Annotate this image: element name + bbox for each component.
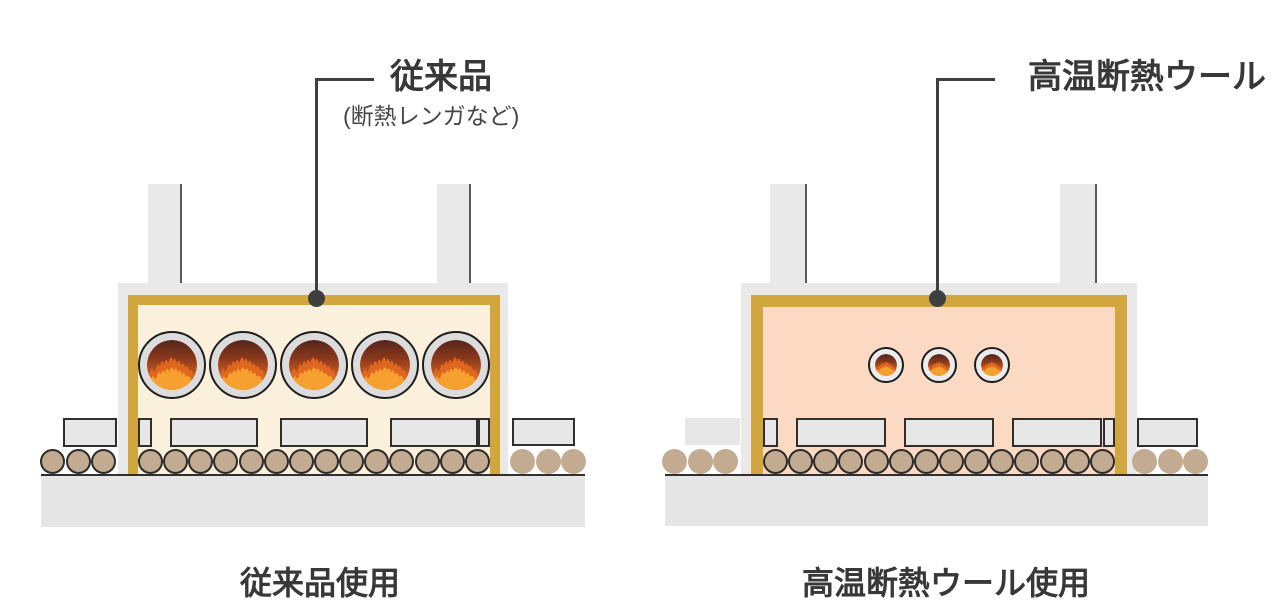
- callout-title: 従来品: [390, 58, 492, 96]
- caption-conventional: 従来品使用: [239, 565, 400, 601]
- roller: [713, 449, 738, 474]
- roller: [1132, 449, 1157, 474]
- roller: [213, 449, 239, 474]
- burner-row: [138, 331, 490, 399]
- roller: [1014, 449, 1040, 474]
- roller: [40, 449, 65, 474]
- rollers-outside-left: [662, 449, 738, 474]
- roller: [91, 449, 116, 474]
- kiln-furniture-block: [280, 418, 368, 447]
- kiln-block-sliver: [478, 418, 490, 447]
- roller: [414, 449, 440, 474]
- outside-block-right: [1137, 418, 1198, 447]
- caption-insulation-wool: 高温断熱ウール使用: [801, 565, 1090, 601]
- callout-line-horizontal: [937, 78, 995, 81]
- burner-flame-icon: [280, 331, 348, 399]
- rollers-outside-right: [510, 449, 586, 474]
- roller: [1157, 449, 1183, 474]
- burner-flame-icon: [921, 347, 957, 383]
- rollers-outside-left: [40, 449, 116, 474]
- roller: [1089, 449, 1115, 474]
- roller: [888, 449, 914, 474]
- callout-subtitle: (断熱レンガなど): [343, 103, 520, 129]
- burner-flame-icon: [209, 331, 277, 399]
- callout-line-vertical: [936, 78, 939, 298]
- roller: [313, 449, 339, 474]
- roller: [138, 449, 163, 474]
- callout-dot: [308, 290, 325, 307]
- chimney-left: [770, 184, 807, 284]
- callout-title: 高温断熱ウール: [1028, 58, 1266, 96]
- callout-dot: [929, 290, 946, 307]
- burner-flame-icon: [974, 347, 1010, 383]
- roller: [288, 449, 314, 474]
- roller: [1039, 449, 1065, 474]
- roller: [389, 449, 415, 474]
- roller: [561, 449, 586, 474]
- roller: [813, 449, 839, 474]
- chimney-right: [437, 184, 471, 284]
- outside-block-left: [63, 418, 117, 447]
- roller: [863, 449, 889, 474]
- roller: [687, 449, 713, 474]
- rollers-inside: [138, 449, 490, 474]
- roller: [339, 449, 365, 474]
- outside-block-left: [685, 418, 740, 445]
- roller: [989, 449, 1015, 474]
- roller: [913, 449, 939, 474]
- roller: [188, 449, 214, 474]
- roller: [662, 449, 687, 474]
- kiln-furniture-block: [1012, 418, 1102, 447]
- roller: [263, 449, 289, 474]
- burner-flame-icon: [138, 331, 206, 399]
- roller: [1183, 449, 1208, 474]
- kiln-furniture-block: [904, 418, 994, 447]
- kiln-block-sliver: [763, 418, 778, 447]
- base-slab: [41, 474, 585, 527]
- roller: [1064, 449, 1090, 474]
- burner-flame-icon: [868, 347, 904, 383]
- kiln-blocks: [796, 418, 1102, 447]
- burner-row: [868, 347, 1010, 383]
- roller: [65, 449, 91, 474]
- roller: [364, 449, 390, 474]
- rollers-inside: [763, 449, 1115, 474]
- roller: [439, 449, 465, 474]
- rollers-outside-right: [1132, 449, 1208, 474]
- roller: [238, 449, 264, 474]
- kiln-furniture-block: [170, 418, 258, 447]
- chimney-left: [148, 184, 182, 284]
- callout-line-vertical: [315, 78, 318, 298]
- kiln-furniture-block: [796, 418, 886, 447]
- roller: [763, 449, 788, 474]
- roller: [464, 449, 490, 474]
- roller: [938, 449, 964, 474]
- roller: [788, 449, 814, 474]
- base-slab: [665, 474, 1208, 526]
- kiln-furniture-block: [390, 418, 478, 447]
- roller: [964, 449, 990, 474]
- roller: [163, 449, 189, 474]
- burner-flame-icon: [422, 331, 490, 399]
- callout-line-horizontal: [316, 78, 374, 81]
- roller: [510, 449, 535, 474]
- chimney-right: [1060, 184, 1097, 284]
- kiln-block-sliver: [1103, 418, 1115, 447]
- outside-block-right: [512, 418, 575, 446]
- kiln-block-sliver: [138, 418, 152, 447]
- burner-flame-icon: [351, 331, 419, 399]
- roller: [838, 449, 864, 474]
- roller: [535, 449, 561, 474]
- kiln-blocks: [170, 418, 478, 447]
